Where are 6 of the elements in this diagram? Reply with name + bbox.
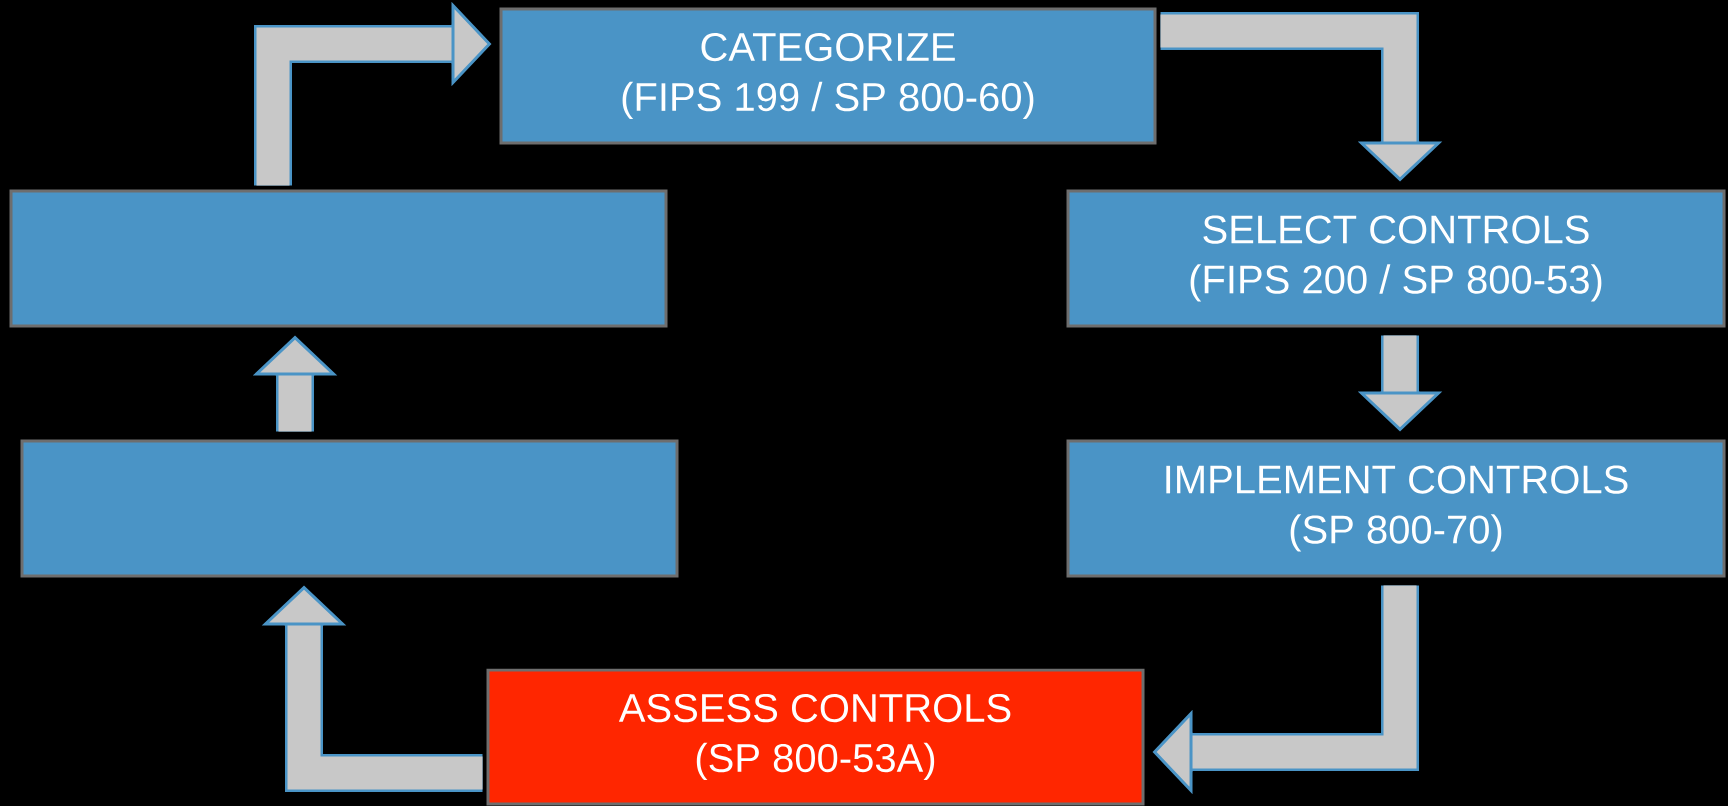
process-box: ASSESS CONTROLS (SP 800-53A) <box>486 668 1145 806</box>
process-box: CATEGORIZE (FIPS 199 / SP 800-60) <box>499 7 1157 145</box>
process-box: IMPLEMENT CONTROLS (SP 800-70) <box>1066 439 1726 578</box>
process-box <box>20 439 679 578</box>
process-box: SELECT CONTROLS (FIPS 200 / SP 800-53) <box>1066 189 1726 328</box>
process-box <box>9 189 668 328</box>
